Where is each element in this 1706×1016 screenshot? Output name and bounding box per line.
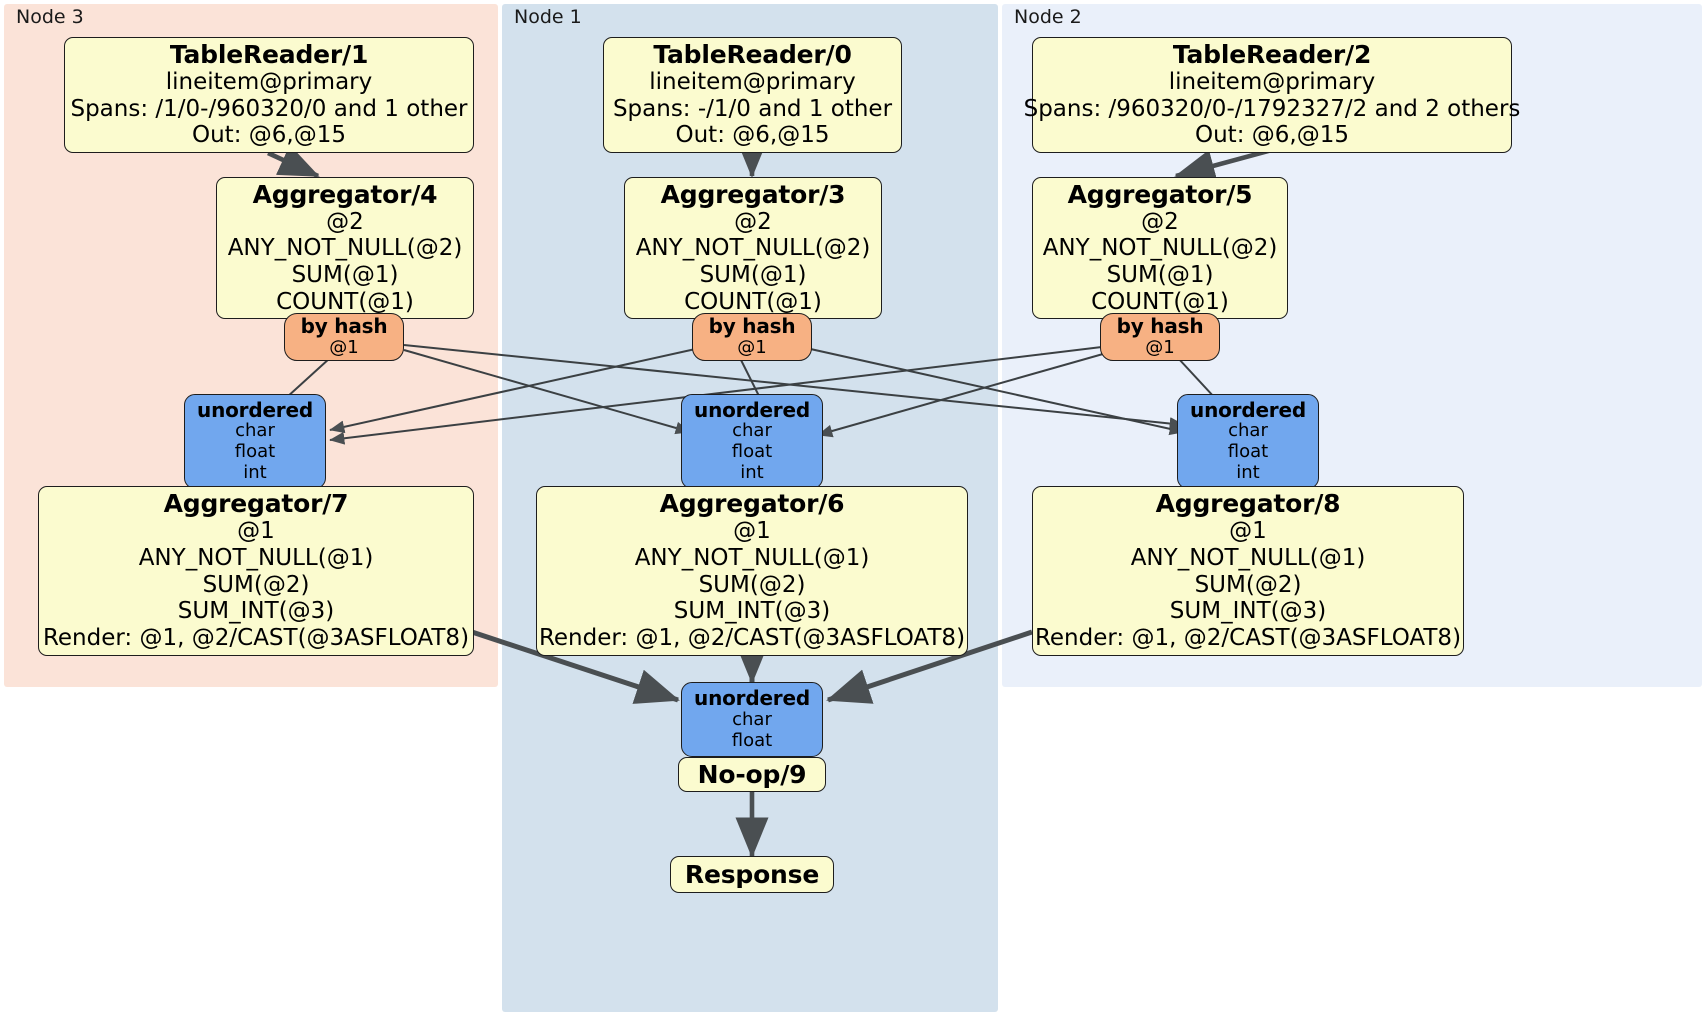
node-line: @1: [329, 336, 359, 358]
node-tablereader-2[interactable]: TableReader/2 lineitem@primary Spans: /9…: [1024, 37, 1520, 153]
node-line: @2: [326, 208, 364, 235]
node-line: SUM(@1): [1106, 262, 1214, 288]
node-line: @1: [737, 336, 767, 358]
node-line: Spans: /960320/0-/1792327/2 and 2 others: [1023, 95, 1521, 122]
node-line: char: [732, 420, 772, 442]
node-title: TableReader/2: [1172, 39, 1372, 69]
node-line: char: [235, 420, 275, 442]
node-title: Aggregator/8: [1155, 489, 1341, 519]
node-line: int: [243, 462, 267, 484]
node-by-hash-center[interactable]: by hash @1: [692, 313, 812, 361]
node-line: @1: [733, 518, 771, 545]
node-line: SUM(@2): [698, 571, 806, 598]
node-line: lineitem@primary: [649, 68, 856, 95]
node-line: COUNT(@1): [276, 288, 414, 315]
node-title: TableReader/1: [169, 39, 369, 69]
node-aggregator-3[interactable]: Aggregator/3 @2 ANY_NOT_NULL(@2) SUM(@1)…: [624, 177, 882, 319]
node-line: float: [731, 729, 773, 751]
node-title: unordered: [694, 686, 810, 711]
node-line: ANY_NOT_NULL(@1): [1130, 544, 1366, 571]
node-line: Out: @6,@15: [192, 122, 346, 149]
node-title: Aggregator/4: [252, 179, 438, 209]
node-unordered-right[interactable]: unordered char float int: [1177, 394, 1319, 489]
node-line: @1: [1229, 518, 1267, 545]
node-line: @2: [734, 208, 772, 235]
node-line: COUNT(@1): [1091, 288, 1229, 315]
node-aggregator-4[interactable]: Aggregator/4 @2 ANY_NOT_NULL(@2) SUM(@1)…: [216, 177, 474, 319]
node-title: by hash: [708, 314, 796, 339]
node-unordered-left[interactable]: unordered char float int: [184, 394, 326, 489]
node-line: Spans: /1/0-/960320/0 and 1 other: [70, 95, 468, 122]
node-by-hash-left[interactable]: by hash @1: [284, 313, 404, 361]
node-line: ANY_NOT_NULL(@2): [227, 235, 463, 262]
node-line: ANY_NOT_NULL(@2): [635, 235, 871, 262]
node-title: Aggregator/3: [660, 179, 846, 209]
panel-node-3-label: Node 3: [16, 6, 84, 28]
node-aggregator-8[interactable]: Aggregator/8 @1 ANY_NOT_NULL(@1) SUM(@2)…: [1032, 486, 1464, 656]
node-line: lineitem@primary: [165, 68, 373, 95]
node-line: SUM(@2): [1194, 571, 1302, 598]
node-line: int: [1236, 462, 1260, 484]
node-line: char: [732, 708, 772, 730]
node-noop-9[interactable]: No-op/9: [678, 757, 826, 792]
node-line: SUM(@2): [202, 571, 310, 598]
node-line: float: [234, 441, 276, 463]
node-line: SUM_INT(@3): [673, 598, 831, 625]
node-title: Aggregator/5: [1067, 179, 1253, 209]
node-line: SUM(@1): [699, 262, 807, 288]
node-line: @1: [1145, 336, 1175, 358]
node-response[interactable]: Response: [670, 856, 834, 893]
node-line: int: [740, 462, 764, 484]
node-title: Response: [684, 859, 820, 889]
node-line: Render: @1, @2/CAST(@3ASFLOAT8): [42, 625, 470, 651]
node-line: SUM(@1): [291, 262, 399, 288]
node-line: float: [731, 441, 773, 463]
node-title: unordered: [1190, 397, 1306, 422]
node-line: Spans: -/1/0 and 1 other: [612, 95, 893, 122]
node-line: COUNT(@1): [684, 288, 822, 315]
node-tablereader-1[interactable]: TableReader/1 lineitem@primary Spans: /1…: [64, 37, 474, 153]
node-line: lineitem@primary: [1168, 68, 1376, 95]
node-unordered-final[interactable]: unordered char float: [681, 682, 823, 757]
node-line: Render: @1, @2/CAST(@3ASFLOAT8): [538, 625, 966, 651]
node-aggregator-6[interactable]: Aggregator/6 @1 ANY_NOT_NULL(@1) SUM(@2)…: [536, 486, 968, 656]
node-title: Aggregator/6: [659, 489, 845, 519]
node-line: ANY_NOT_NULL(@1): [634, 544, 870, 571]
node-line: ANY_NOT_NULL(@1): [138, 544, 374, 571]
node-line: char: [1228, 420, 1268, 442]
node-title: TableReader/0: [653, 39, 852, 69]
node-title: by hash: [300, 314, 388, 339]
panel-node-2-label: Node 2: [1014, 6, 1082, 28]
node-title: unordered: [197, 397, 313, 422]
node-tablereader-0[interactable]: TableReader/0 lineitem@primary Spans: -/…: [603, 37, 902, 153]
node-aggregator-5[interactable]: Aggregator/5 @2 ANY_NOT_NULL(@2) SUM(@1)…: [1032, 177, 1288, 319]
node-line: ANY_NOT_NULL(@2): [1042, 235, 1278, 262]
node-line: Out: @6,@15: [1195, 122, 1349, 149]
node-title: unordered: [694, 397, 810, 422]
node-line: @2: [1141, 208, 1179, 235]
node-line: float: [1227, 441, 1269, 463]
node-line: SUM_INT(@3): [1169, 598, 1327, 625]
node-title: Aggregator/7: [163, 489, 349, 519]
node-unordered-center[interactable]: unordered char float int: [681, 394, 823, 489]
node-line: Render: @1, @2/CAST(@3ASFLOAT8): [1034, 625, 1462, 651]
node-title: No-op/9: [697, 759, 807, 789]
node-line: SUM_INT(@3): [177, 598, 335, 625]
node-aggregator-7[interactable]: Aggregator/7 @1 ANY_NOT_NULL(@1) SUM(@2)…: [38, 486, 474, 656]
panel-node-1-label: Node 1: [514, 6, 582, 28]
node-by-hash-right[interactable]: by hash @1: [1100, 313, 1220, 361]
node-line: Out: @6,@15: [675, 122, 830, 149]
node-title: by hash: [1116, 314, 1204, 339]
node-line: @1: [237, 518, 275, 545]
